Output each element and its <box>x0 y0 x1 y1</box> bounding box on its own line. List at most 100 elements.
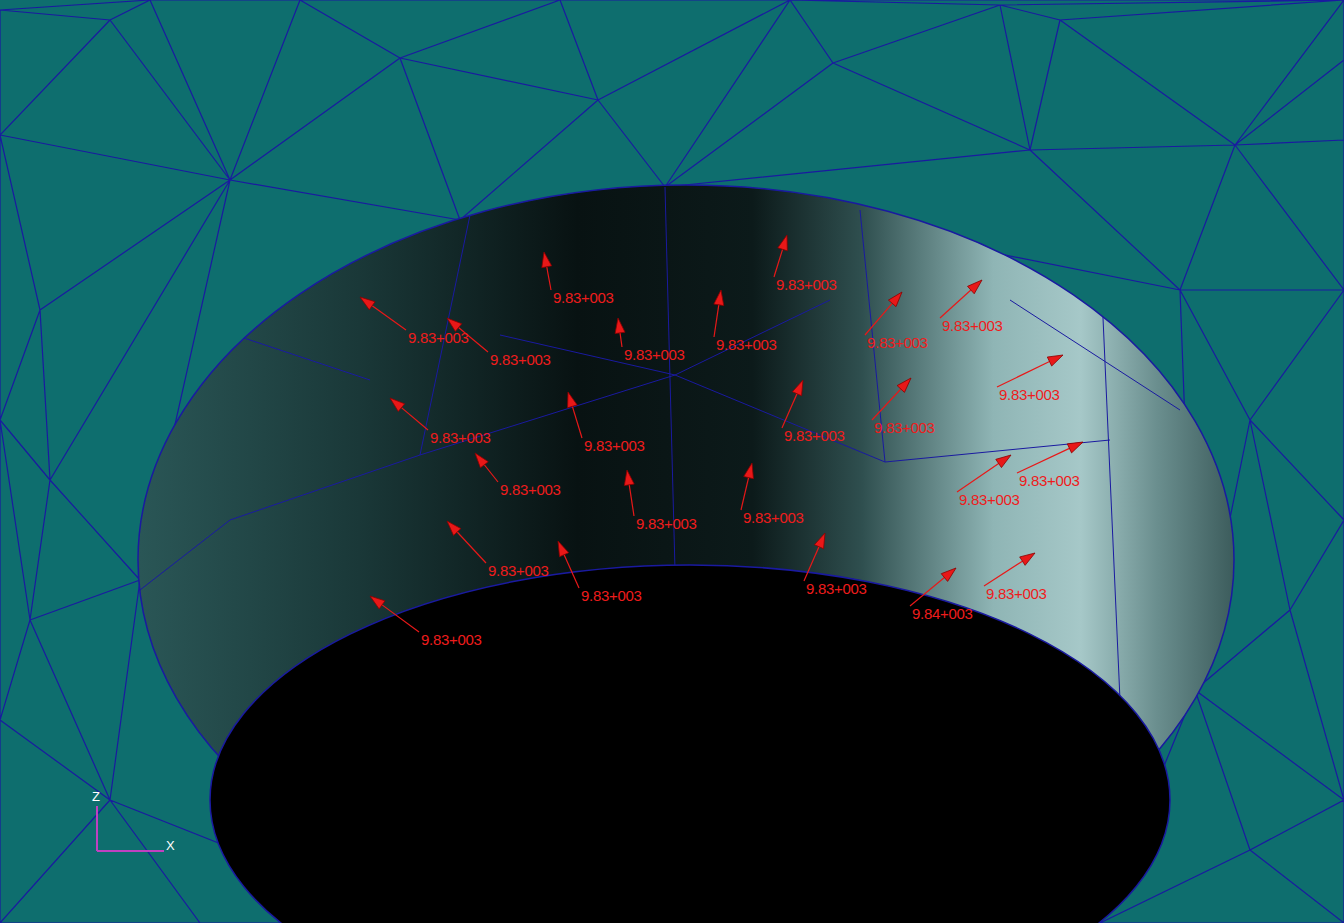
arrow-head <box>778 235 788 251</box>
pressure-value: 9.83+003 <box>1019 472 1080 490</box>
pressure-value: 9.83+003 <box>716 336 777 354</box>
pressure-value: 9.83+003 <box>784 427 845 445</box>
pressure-value: 9.83+003 <box>421 631 482 649</box>
arrow-head <box>941 568 956 581</box>
pressure-arrow <box>997 355 1063 387</box>
pressure-value: 9.83+003 <box>408 329 469 347</box>
arrow-shaft <box>804 547 819 581</box>
pressure-value: 9.83+003 <box>636 515 697 533</box>
arrow-head <box>714 290 724 306</box>
arrow-shaft <box>1017 448 1069 473</box>
arrow-head <box>968 280 982 294</box>
pressure-arrow <box>615 318 625 347</box>
pressure-arrow <box>872 378 911 420</box>
pressure-arrow <box>774 235 787 277</box>
arrow-head <box>390 398 405 411</box>
arrow-shaft <box>997 362 1050 387</box>
arrow-head <box>615 318 625 334</box>
arrow-shaft <box>572 406 582 438</box>
pressure-value: 9.84+003 <box>912 605 973 623</box>
arrow-head <box>370 596 385 609</box>
pressure-arrow <box>1017 442 1083 473</box>
hole-bore <box>210 565 1170 923</box>
arrow-head <box>568 392 578 408</box>
arrow-head <box>447 521 461 535</box>
arrow-head <box>996 455 1011 468</box>
pressure-value: 9.83+003 <box>959 491 1020 509</box>
pressure-value: 9.83+003 <box>488 562 549 580</box>
pressure-arrow <box>782 380 803 428</box>
pressure-arrow <box>910 568 956 606</box>
arrow-shaft <box>741 478 749 510</box>
pressure-value: 9.83+003 <box>553 289 614 307</box>
axis-triad <box>97 806 164 851</box>
arrow-shaft <box>865 303 892 335</box>
pressure-arrow <box>957 455 1011 492</box>
pressure-arrow <box>940 280 982 318</box>
arrow-head <box>624 470 634 486</box>
arrow-head <box>475 453 488 468</box>
pressure-arrow <box>475 453 498 482</box>
axis-label: X <box>166 837 175 855</box>
arrow-head <box>1067 442 1083 453</box>
pressure-arrow <box>741 463 753 510</box>
pressure-arrow <box>542 252 552 290</box>
arrow-shaft <box>547 267 551 290</box>
arrow-head <box>542 252 552 268</box>
pressure-value: 9.83+003 <box>584 437 645 455</box>
arrow-shaft <box>714 305 719 337</box>
pressure-value: 9.83+003 <box>500 481 561 499</box>
arrow-shaft <box>940 290 971 318</box>
arrow-shaft <box>629 485 634 516</box>
pressure-arrow <box>447 521 486 563</box>
arrow-head <box>792 380 803 396</box>
pressure-arrow <box>865 292 902 335</box>
arrow-head <box>897 378 911 392</box>
pressure-arrow <box>568 392 582 438</box>
arrow-shaft <box>957 463 999 492</box>
arrow-shaft <box>910 578 944 606</box>
pressure-arrow <box>390 398 428 430</box>
pressure-value: 9.83+003 <box>624 346 685 364</box>
arrow-head <box>1020 553 1035 565</box>
pressure-arrow <box>984 553 1035 586</box>
arrow-shaft <box>382 605 419 632</box>
axis-label: Z <box>92 788 100 806</box>
arrow-shaft <box>872 389 901 420</box>
arrow-shaft <box>372 306 406 330</box>
arrow-shaft <box>782 394 797 428</box>
pressure-arrow <box>558 541 579 588</box>
pressure-value: 9.83+003 <box>490 351 551 369</box>
arrow-shaft <box>564 555 579 588</box>
pressure-arrow <box>804 533 825 581</box>
pressure-value: 9.83+003 <box>942 317 1003 335</box>
arrow-shaft <box>457 532 486 563</box>
pressure-value: 9.83+003 <box>743 509 804 527</box>
pressure-value: 9.83+003 <box>999 386 1060 404</box>
arrow-head <box>814 533 825 549</box>
pressure-value: 9.83+003 <box>874 419 935 437</box>
pressure-arrow <box>370 596 419 632</box>
pressure-value: 9.83+003 <box>986 585 1047 603</box>
arrow-head <box>360 297 375 310</box>
pressure-arrow <box>360 297 406 330</box>
pressure-arrow <box>624 470 634 516</box>
pressure-value: 9.83+003 <box>776 276 837 294</box>
arrow-shaft <box>620 333 622 347</box>
arrow-shaft <box>984 561 1022 586</box>
arrow-head <box>744 463 754 479</box>
pressure-arrows <box>360 235 1083 632</box>
pressure-value: 9.83+003 <box>581 587 642 605</box>
pressure-value: 9.83+003 <box>430 429 491 447</box>
arrow-shaft <box>401 408 428 430</box>
arrow-shaft <box>484 465 498 482</box>
pressure-value: 9.83+003 <box>867 334 928 352</box>
pressure-arrow <box>714 290 724 337</box>
arrow-head <box>1047 355 1063 366</box>
arrow-shaft <box>774 249 783 277</box>
arrow-head <box>888 292 902 307</box>
pressure-value: 9.83+003 <box>806 580 867 598</box>
